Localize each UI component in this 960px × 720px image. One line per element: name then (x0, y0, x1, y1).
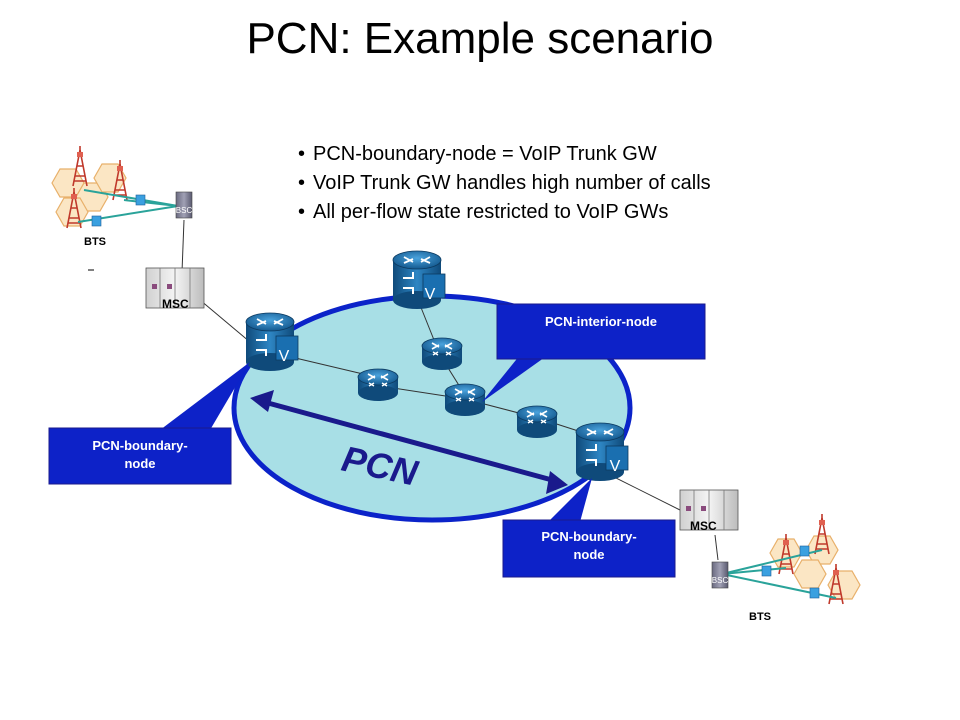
bts-label: BTS (84, 236, 106, 248)
router-icon (516, 405, 558, 439)
callout-interior-node: PCN-interior-node (482, 303, 706, 402)
router-icon (392, 250, 446, 310)
svg-text:node: node (124, 456, 155, 471)
bullet-list: PCN-boundary-node = VoIP Trunk GW VoIP T… (298, 140, 711, 227)
svg-text:PCN-boundary-: PCN-boundary- (92, 438, 187, 453)
svg-text:PCN-interior-node: PCN-interior-node (545, 314, 657, 329)
radio-cluster-top-left (51, 145, 193, 229)
radio-cluster-bottom-right (711, 513, 861, 605)
callout-boundary-node-right: PCN-boundary- node (502, 478, 676, 578)
svg-text:PCN-boundary-: PCN-boundary- (541, 529, 636, 544)
msc-label: MSC (162, 297, 189, 311)
msc-label: MSC (690, 519, 717, 533)
bsc-label: BSC (712, 576, 729, 585)
bullet-item: VoIP Trunk GW handles high number of cal… (298, 169, 711, 198)
voip-marker: V (279, 348, 290, 365)
bullet-item: All per-flow state restricted to VoIP GW… (298, 198, 711, 227)
router-icon (245, 312, 299, 372)
voip-marker: V (610, 458, 621, 475)
page-title: PCN: Example scenario (246, 14, 714, 63)
voip-marker: V (425, 286, 436, 303)
bullet-item: PCN-boundary-node = VoIP Trunk GW (298, 140, 711, 169)
bsc-label: BSC (176, 206, 193, 215)
router-icon (444, 383, 486, 417)
router-icon (421, 337, 463, 371)
svg-text:node: node (573, 547, 604, 562)
callout-boundary-node-left: PCN-boundary- node (48, 362, 250, 485)
double-arrow-icon (250, 390, 568, 494)
router-icon (357, 368, 399, 402)
bts-label: BTS (749, 611, 771, 623)
